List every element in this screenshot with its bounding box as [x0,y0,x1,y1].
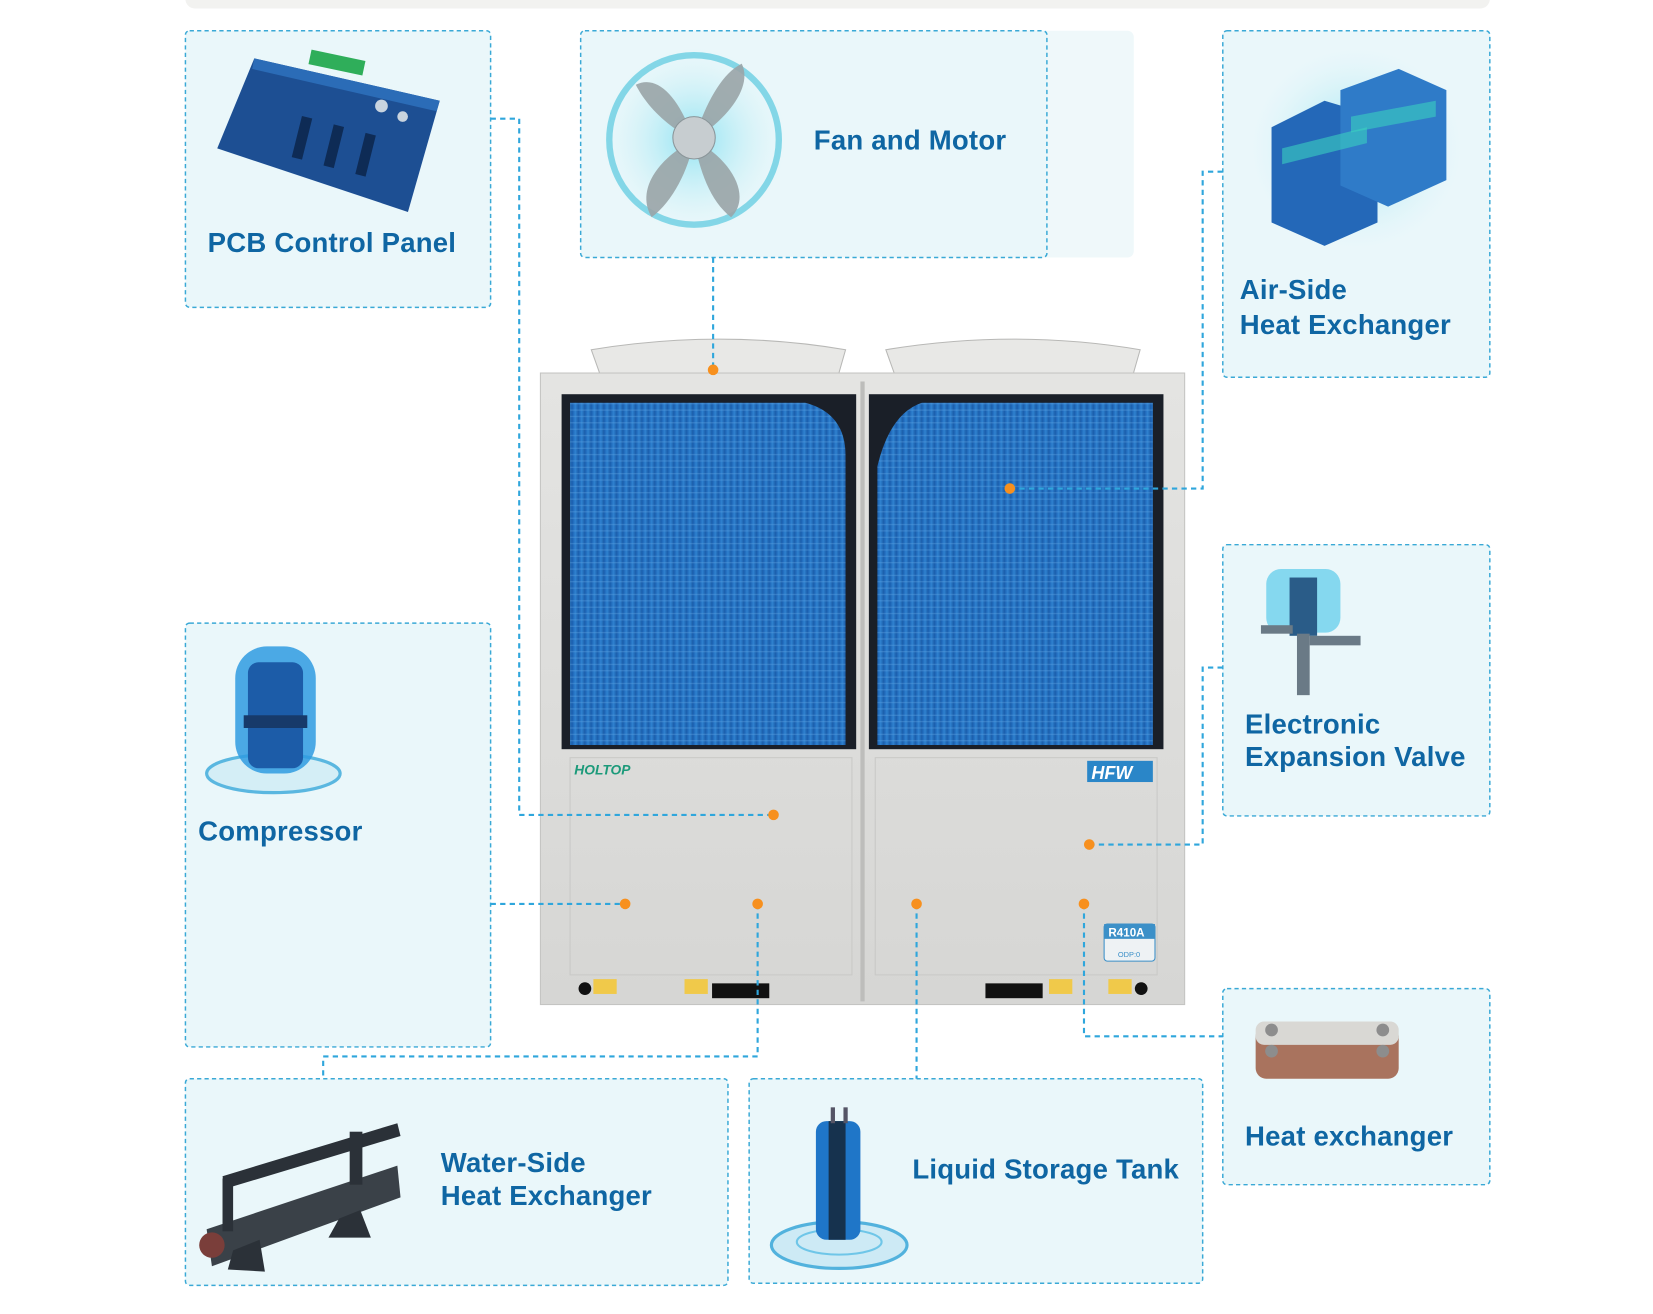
hx-label: Heat exchanger [1245,1120,1453,1151]
pcb-connector [490,117,774,816]
eev-box [1222,543,1491,817]
air-label-line1: Air-Side [1240,274,1347,305]
fan-icon [600,46,788,234]
water-connector [322,903,759,1079]
water-label-line2: Heat Exchanger [441,1180,652,1211]
tank-icon [769,1107,909,1270]
water-dot [752,898,763,910]
fan-label: Fan and Motor [814,124,1007,155]
tank-dot [911,898,922,910]
air-label-line2: Heat Exchanger [1240,309,1451,340]
water-box [184,1077,729,1287]
pcb-label: PCB Control Panel [208,227,457,258]
air-dot [1004,483,1016,494]
hx-dot [1078,898,1090,910]
eev-label-line1: Electronic [1245,708,1380,739]
comp-label: Compressor [198,815,362,846]
air-connector [1009,170,1223,490]
eev-connector [1089,666,1223,846]
top-bar [185,0,1490,9]
fan-dot [707,364,719,376]
tank-label: Liquid Storage Tank [912,1153,1179,1184]
water-label-line1: Water-Side [441,1147,586,1178]
brand-logo: HOLTOP [574,763,631,778]
refrigerant-badge: R410A [1108,927,1145,940]
plate-exchanger-icon [1255,1021,1399,1079]
series-badge: HFW [1091,763,1134,783]
valve-icon [1260,569,1361,696]
connector-lines [322,117,1223,1079]
odp-text: ODP:0 [1118,950,1140,959]
eev-label-line2: Expansion Valve [1245,741,1466,772]
eev-dot [1083,839,1095,850]
hx-box [1222,987,1491,1186]
heat-pump-unit: HOLTOP HFW R410A ODP:0 [539,338,1186,1006]
compressor-icon [205,646,342,795]
pcb-dot [768,809,779,821]
coil-icon [1250,47,1463,250]
comp-dot [619,898,631,910]
shell-tube-icon [199,1123,401,1272]
pcb-board-icon [217,49,440,212]
marker-dots [619,364,1095,910]
